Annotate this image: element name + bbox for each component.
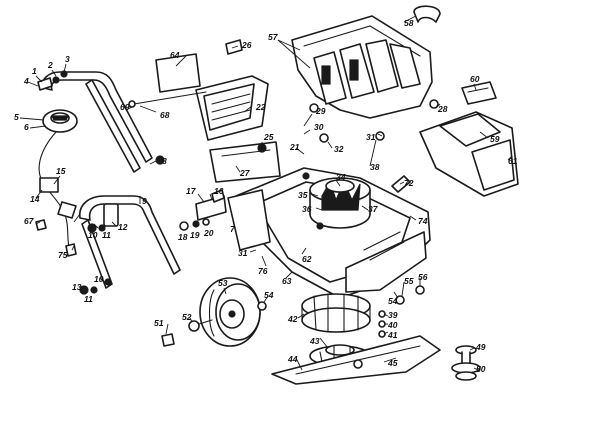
wheel-cap-51 [161, 333, 175, 347]
callout-54-left: 54 [264, 290, 274, 300]
hood-cap-60 [461, 81, 497, 105]
cable-plug [35, 219, 77, 257]
grass-flap [195, 75, 269, 141]
wheel-fasteners-small [179, 218, 210, 231]
callout-54-right: 54 [388, 296, 398, 306]
callout-69: 69 [120, 102, 130, 112]
fan-42 [301, 293, 371, 333]
motor-34 [309, 177, 371, 229]
callout-11-lower: 11 [84, 294, 93, 304]
switch-box [42, 109, 78, 133]
callout-17: 17 [186, 186, 197, 196]
callout-61: 61 [508, 156, 518, 166]
callout-44: 44 [287, 354, 298, 364]
callout-45: 45 [387, 358, 398, 368]
callout-16: 16 [214, 186, 224, 196]
callout-labels: 1 2 3 4 5 6 10 11 12 14 15 67 75 9 10 11… [14, 18, 518, 374]
callout-57: 57 [268, 32, 279, 42]
callout-76: 76 [258, 266, 268, 276]
callout-35: 35 [298, 190, 308, 200]
callout-50: 50 [476, 364, 486, 374]
callout-30: 30 [314, 122, 324, 132]
callout-1: 1 [32, 66, 37, 76]
callout-41: 41 [387, 330, 398, 340]
callout-53: 53 [218, 278, 228, 288]
callout-25: 25 [263, 132, 274, 142]
callout-29: 29 [315, 106, 326, 116]
callout-42: 42 [287, 314, 298, 324]
handle-knobs [79, 155, 165, 295]
callout-26: 26 [241, 40, 252, 50]
callout-72: 72 [404, 178, 414, 188]
callout-14: 14 [30, 194, 40, 204]
callout-36: 36 [302, 204, 312, 214]
lower-handle [79, 195, 181, 289]
switch-lever [37, 70, 68, 91]
callout-62: 62 [302, 254, 312, 264]
callout-34: 34 [336, 172, 346, 182]
callout-32: 32 [334, 144, 344, 154]
callout-74: 74 [418, 216, 428, 226]
catcher-handle-58 [413, 5, 441, 23]
callout-31-lower: 31 [238, 248, 248, 258]
callout-39: 39 [388, 310, 398, 320]
callout-64: 64 [170, 50, 180, 60]
callout-59: 59 [490, 134, 500, 144]
callout-49: 49 [475, 342, 486, 352]
callout-27: 27 [239, 168, 251, 178]
hinge-rod [128, 91, 207, 108]
callout-55: 55 [404, 276, 414, 286]
motor-bolts [302, 172, 324, 230]
callout-67: 67 [24, 216, 35, 226]
callout-21: 21 [289, 142, 300, 152]
callout-3: 3 [65, 54, 70, 64]
callout-9: 9 [142, 196, 147, 206]
callout-40: 40 [387, 320, 398, 330]
callout-38: 38 [370, 162, 380, 172]
power-cable [38, 131, 77, 253]
height-adjuster-49 [451, 345, 481, 381]
callout-60: 60 [470, 74, 480, 84]
callout-19: 19 [190, 230, 200, 240]
callout-13: 13 [72, 282, 82, 292]
callout-8: 8 [162, 156, 167, 166]
callout-75: 75 [58, 250, 68, 260]
callout-68: 68 [160, 110, 170, 120]
callout-11-upper: 11 [102, 230, 111, 240]
callout-10-upper: 10 [88, 230, 98, 240]
screws-hood [309, 99, 439, 143]
callout-15: 15 [56, 166, 66, 176]
callout-51: 51 [154, 318, 164, 328]
wheel-bolt-52 [188, 319, 213, 332]
rear-hood-59 [419, 111, 519, 197]
wheel-53 [199, 277, 261, 347]
callout-43: 43 [309, 336, 320, 346]
label-plate [155, 53, 201, 93]
callout-12: 12 [118, 222, 128, 232]
leader-lines [19, 15, 513, 371]
deck-side-plate [227, 189, 271, 251]
grass-catcher-57 [291, 15, 433, 119]
callout-58: 58 [404, 18, 414, 28]
callout-20: 20 [203, 228, 214, 238]
callout-31-upper: 31 [366, 132, 376, 142]
blade-44 [271, 335, 441, 385]
callout-63: 63 [282, 276, 292, 286]
callout-28: 28 [437, 104, 448, 114]
mower-deck-74 [235, 167, 431, 299]
callout-56: 56 [418, 272, 428, 282]
callout-6: 6 [24, 122, 29, 132]
callout-4: 4 [23, 76, 29, 86]
callout-18: 18 [178, 232, 188, 242]
callout-52: 52 [182, 312, 192, 322]
callout-22: 22 [255, 102, 266, 112]
callout-10-lower: 10 [94, 274, 104, 284]
callout-2: 2 [47, 60, 53, 70]
callout-7: 7 [230, 224, 236, 234]
callout-5: 5 [14, 112, 19, 122]
callout-37: 37 [368, 204, 379, 214]
